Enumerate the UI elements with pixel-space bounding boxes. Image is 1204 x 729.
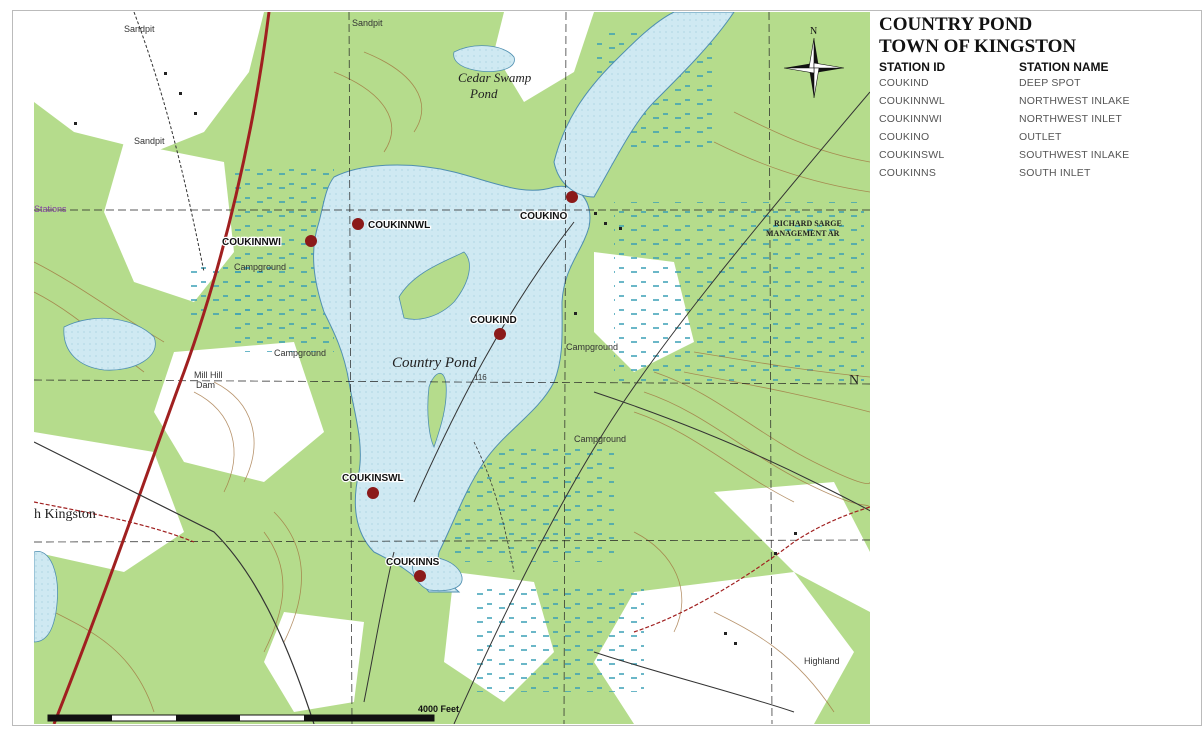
station-id-cell: COUKINNS: [879, 167, 937, 179]
country-pond-water: [313, 164, 591, 593]
elevation-label: 116: [474, 373, 487, 382]
station-marker-coukinns[interactable]: COUKINNS: [385, 556, 441, 582]
station-marker-coukinswl[interactable]: COUKINSWL: [341, 472, 405, 499]
svg-text:COUKINNWL: COUKINNWL: [368, 220, 430, 231]
pond-name-label: Country Pond: [392, 355, 477, 371]
pond-peninsula: [427, 373, 447, 449]
roads: [34, 12, 870, 724]
station-name-header: STATION NAME: [1019, 60, 1109, 74]
station-marker-coukinnwi[interactable]: COUKINNWI: [221, 235, 317, 249]
cedar-swamp-label: Cedar Swamp: [458, 70, 532, 85]
west-pond: [63, 317, 156, 371]
cedar-swamp-label-2: Pond: [469, 86, 498, 101]
station-table-header: STATION ID STATION NAME: [879, 61, 1130, 74]
scale-label: 4000 Feet: [418, 704, 459, 714]
station-name-cell: DEEP SPOT: [1019, 77, 1081, 89]
svg-text:COUKIND: COUKIND: [470, 315, 517, 326]
svg-text:MANAGEMENT AR: MANAGEMENT AR: [766, 229, 840, 238]
topographic-map[interactable]: Country Pond Cedar Swamp Pond Sandpit Sa…: [34, 12, 870, 724]
station-name-cell: OUTLET: [1019, 131, 1062, 143]
table-row: COUKINNS SOUTH INLET: [879, 164, 1130, 182]
station-id-cell: COUKINNWL: [879, 95, 945, 107]
sandpit-label-2: Sandpit: [352, 18, 383, 28]
svg-text:N: N: [810, 26, 817, 37]
cedar-swamp-pond: [553, 12, 735, 198]
station-name-cell: SOUTHWEST INLAKE: [1019, 149, 1130, 161]
svg-text:COUKINO: COUKINO: [520, 211, 567, 222]
svg-text:COUKINNS: COUKINNS: [386, 557, 440, 568]
table-row: COUKINNWI NORTHWEST INLET: [879, 110, 1130, 128]
station-name-cell: NORTHWEST INLET: [1019, 113, 1122, 125]
legend-title-town: TOWN OF KINGSTON: [879, 36, 1077, 57]
table-row: COUKINSWL SOUTHWEST INLAKE: [879, 146, 1130, 164]
map-annotations: Sandpit Sandpit Sandpit Campground Campg…: [34, 18, 840, 666]
place-labels: Country Pond Cedar Swamp Pond: [392, 70, 532, 371]
mill-hill-label: Mill Hill: [194, 370, 223, 380]
campground-label-3: Campground: [566, 342, 618, 352]
stations-edge-label: Stations: [34, 204, 67, 214]
station-id-cell: COUKIND: [879, 77, 929, 89]
pond-island: [398, 251, 470, 320]
legend-panel: COUNTRY POND TOWN OF KINGSTON STATION ID…: [879, 14, 1179, 182]
highland-label: Highland: [804, 656, 840, 666]
svg-text:RICHARD SARGE: RICHARD SARGE: [774, 219, 842, 228]
campground-label-1: Campground: [234, 262, 286, 272]
sandpit-label-1: Sandpit: [124, 24, 155, 34]
station-table: STATION ID STATION NAME COUKIND DEEP SPO…: [879, 61, 1130, 182]
mill-hill-dam-label: Dam: [196, 380, 215, 390]
legend-title-pond: COUNTRY POND: [879, 14, 1033, 35]
station-name-cell: SOUTH INLET: [1019, 167, 1091, 179]
page-frame: [12, 10, 1202, 726]
section-grid: [34, 12, 870, 724]
station-id-cell: COUKINSWL: [879, 149, 945, 161]
table-row: COUKINNWL NORTHWEST INLAKE: [879, 92, 1130, 110]
station-markers: COUKIND COUKINNWL COUKINNWI COUKINO COUK…: [221, 191, 578, 582]
kingston-label: h Kingston: [34, 507, 96, 522]
scale-bar: 4000 Feet: [47, 704, 459, 722]
sandpit-label-3: Sandpit: [134, 136, 165, 146]
railroad-lines: [413, 91, 870, 724]
north-edge-label: N: [849, 373, 859, 388]
station-id-cell: COUKINO: [879, 131, 930, 143]
station-marker-coukind[interactable]: COUKIND: [469, 314, 518, 340]
buildings: [74, 72, 797, 645]
map-canvas: Country Pond Cedar Swamp Pond Sandpit Sa…: [34, 12, 870, 724]
table-row: COUKIND DEEP SPOT: [879, 74, 1130, 92]
station-name-cell: NORTHWEST INLAKE: [1019, 95, 1130, 107]
southwest-pond: [34, 550, 58, 643]
station-id-header: STATION ID: [879, 60, 946, 74]
management-area-label: RICHARD SARGE MANAGEMENT AR: [766, 219, 842, 238]
campground-label-2: Campground: [274, 348, 326, 358]
north-arrow-icon: N: [783, 26, 845, 99]
station-id-cell: COUKINNWI: [879, 113, 943, 125]
table-row: COUKINO OUTLET: [879, 128, 1130, 146]
svg-text:COUKINNWI: COUKINNWI: [222, 237, 281, 248]
station-marker-coukinnwl[interactable]: COUKINNWL: [352, 218, 431, 232]
cedar-pond-small: [453, 45, 515, 72]
svg-text:COUKINSWL: COUKINSWL: [342, 473, 404, 484]
campground-label-4: Campground: [574, 434, 626, 444]
station-marker-coukino[interactable]: COUKINO: [519, 191, 578, 223]
